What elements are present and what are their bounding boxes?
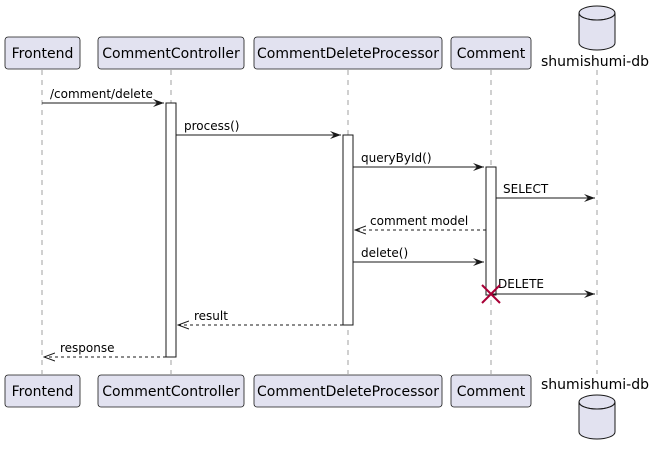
message-label: SELECT [503, 182, 549, 196]
message-label: delete() [361, 246, 408, 260]
participant-db-label: shumishumi-db [541, 377, 649, 393]
participant-db-top: shumishumi-db [541, 5, 649, 70]
database-icon [578, 5, 616, 51]
message-m3: queryById() [353, 151, 484, 171]
participant-comment-bottom: Comment [450, 374, 532, 408]
activation-comment-controller [165, 102, 177, 358]
participant-comment-controller-label: CommentController [102, 384, 240, 400]
participant-comment-top: Comment [450, 36, 532, 70]
message-m8: result [178, 309, 343, 325]
participant-comment-label: Comment [457, 384, 526, 400]
participant-comment-controller-bottom: CommentController [97, 374, 245, 408]
message-label: response [60, 341, 115, 355]
participant-frontend-top: Frontend [4, 36, 81, 70]
message-label: /comment/delete [50, 87, 153, 101]
destroy-x-icon [481, 284, 501, 304]
message-label: comment model [370, 214, 468, 228]
participant-frontend-label: Frontend [12, 384, 74, 400]
participant-comment-controller-label: CommentController [102, 46, 240, 62]
message-m4: SELECT [496, 182, 595, 202]
participant-db-label: shumishumi-db [541, 54, 649, 70]
participant-comment-delete-processor-top: CommentDeleteProcessor [253, 36, 443, 70]
message-m5: comment model [355, 214, 486, 230]
participant-comment-controller-top: CommentController [97, 36, 245, 70]
participant-db-bottom: shumishumi-db [541, 377, 649, 440]
participant-frontend-bottom: Frontend [4, 374, 81, 408]
message-label: DELETE [498, 277, 544, 291]
lifelines [41, 70, 598, 374]
participant-comment-delete-processor-bottom: CommentDeleteProcessor [253, 374, 443, 408]
participant-comment-label: Comment [457, 46, 526, 62]
message-label: result [194, 309, 228, 323]
message-m7: DELETE [491, 277, 595, 298]
participant-frontend-label: Frontend [12, 46, 74, 62]
message-label: process() [184, 119, 239, 133]
activation-comment-delete-processor [342, 134, 354, 326]
message-m6: delete() [353, 246, 484, 266]
database-icon [578, 394, 616, 440]
message-m1: /comment/delete [42, 87, 164, 107]
message-label: queryById() [361, 151, 432, 165]
message-m2: process() [176, 119, 341, 139]
activation-comment [485, 166, 497, 296]
message-m9: response [44, 341, 166, 357]
participant-comment-delete-processor-label: CommentDeleteProcessor [257, 384, 439, 400]
participant-comment-delete-processor-label: CommentDeleteProcessor [257, 46, 439, 62]
